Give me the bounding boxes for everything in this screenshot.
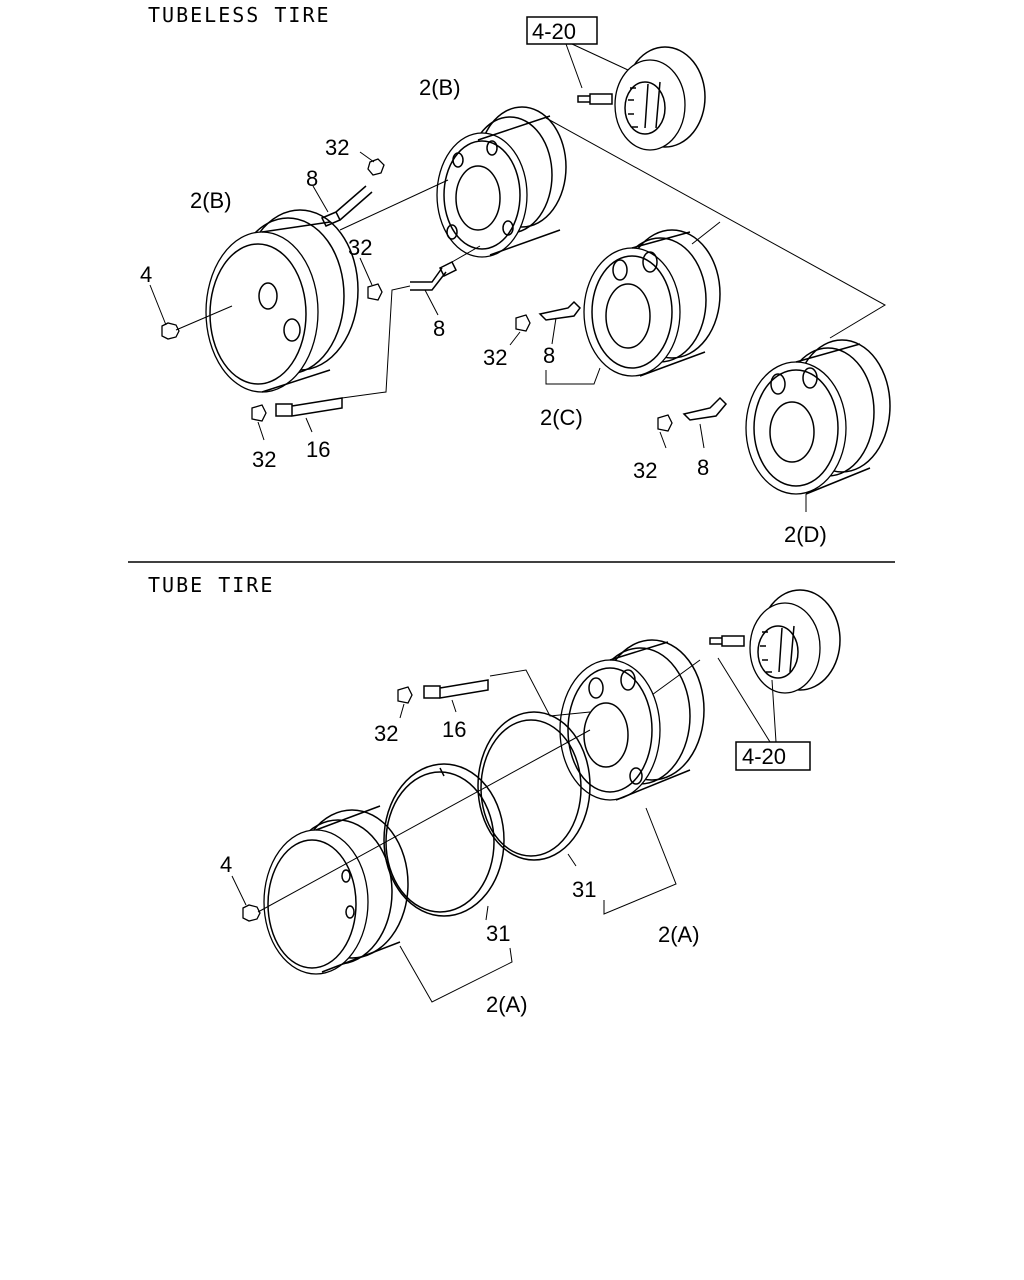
valve-16-tube xyxy=(397,679,489,704)
callout-cap-32: 32 xyxy=(374,721,398,746)
tube-ref-box[interactable]: 4-20 xyxy=(735,741,811,771)
callout-wheel-a-right: 2(A) xyxy=(658,922,700,947)
tube-section: TUBE TIRE 4-20 xyxy=(148,573,841,1017)
valve-8-upper xyxy=(320,158,385,227)
tube-callouts: 32 16 4 31 31 2(A) 2(A) xyxy=(220,717,700,1017)
valve-8-mid xyxy=(367,260,458,301)
tubeless-ref-box[interactable]: 4-20 xyxy=(526,16,598,45)
ref-box-frame xyxy=(526,16,598,45)
nut-4-upper xyxy=(161,322,180,340)
callout-wheel-c: 2(C) xyxy=(540,405,583,430)
callout-ring-31-b: 31 xyxy=(486,921,510,946)
ref-box-frame xyxy=(735,741,811,771)
valve-16-tube-leaders xyxy=(399,669,591,719)
callout-wheel-a-left: 2(A) xyxy=(486,992,528,1017)
nut-4-lower-leaders xyxy=(231,729,591,913)
tube-ref-box-leaders xyxy=(717,657,777,743)
tubeless-callouts: 2(B) 2(B) 32 8 32 8 4 32 16 32 8 2(C) 32… xyxy=(140,75,827,547)
tube-bracket-lines xyxy=(399,807,677,1003)
nut-4-lower xyxy=(242,904,261,922)
callout-wheel-b-left: 2(B) xyxy=(190,188,232,213)
callout-nut-4: 4 xyxy=(140,262,152,287)
axis-line-upper xyxy=(339,179,449,231)
callout-cap-32-e: 32 xyxy=(633,458,657,483)
wheel-b-left xyxy=(205,209,359,393)
hub-upper xyxy=(577,46,706,151)
wheel-d xyxy=(745,339,891,495)
valve-8-c xyxy=(515,300,581,332)
wheel-d-leaders xyxy=(659,423,807,512)
valve-8-mid-leaders xyxy=(359,245,481,316)
wheel-c-leaders xyxy=(509,317,601,385)
callout-valve-8-a: 8 xyxy=(306,166,318,191)
wheel-c xyxy=(583,229,721,377)
hub-lower xyxy=(709,589,841,694)
callout-cap-32-c: 32 xyxy=(252,447,276,472)
valve-8-d xyxy=(657,396,728,432)
hub-axis-line xyxy=(644,659,701,701)
callout-valve-16: 16 xyxy=(306,437,330,462)
group-bracket-lines xyxy=(545,117,887,339)
wheel-a-right xyxy=(559,639,705,801)
tubeless-ref-box-label: 4-20 xyxy=(532,19,576,44)
tube-section-title: TUBE TIRE xyxy=(148,573,274,597)
callout-valve-16: 16 xyxy=(442,717,466,742)
tube-ref-box-label: 4-20 xyxy=(742,744,786,769)
ring-31-right xyxy=(477,711,591,861)
callout-wheel-b-upper: 2(B) xyxy=(419,75,461,100)
callout-nut-4: 4 xyxy=(220,852,232,877)
callout-ring-31-a: 31 xyxy=(572,877,596,902)
tubeless-section: TUBELESS TIRE 4-20 xyxy=(140,3,891,547)
callout-wheel-d: 2(D) xyxy=(784,522,827,547)
callout-valve-8-c: 8 xyxy=(543,343,555,368)
callout-cap-32-a: 32 xyxy=(325,135,349,160)
ref-box-leaders xyxy=(565,43,629,89)
callout-valve-8-b: 8 xyxy=(433,316,445,341)
valve-16 xyxy=(251,397,343,422)
nut-4-leaders xyxy=(149,284,233,331)
callout-cap-32-b: 32 xyxy=(348,235,372,260)
valve-16-leaders xyxy=(257,285,411,441)
wheel-b-upper xyxy=(436,106,567,258)
valve-8-upper-leaders xyxy=(312,151,375,213)
callout-cap-32-d: 32 xyxy=(483,345,507,370)
tubeless-section-title: TUBELESS TIRE xyxy=(148,3,331,27)
callout-valve-8-d: 8 xyxy=(697,455,709,480)
